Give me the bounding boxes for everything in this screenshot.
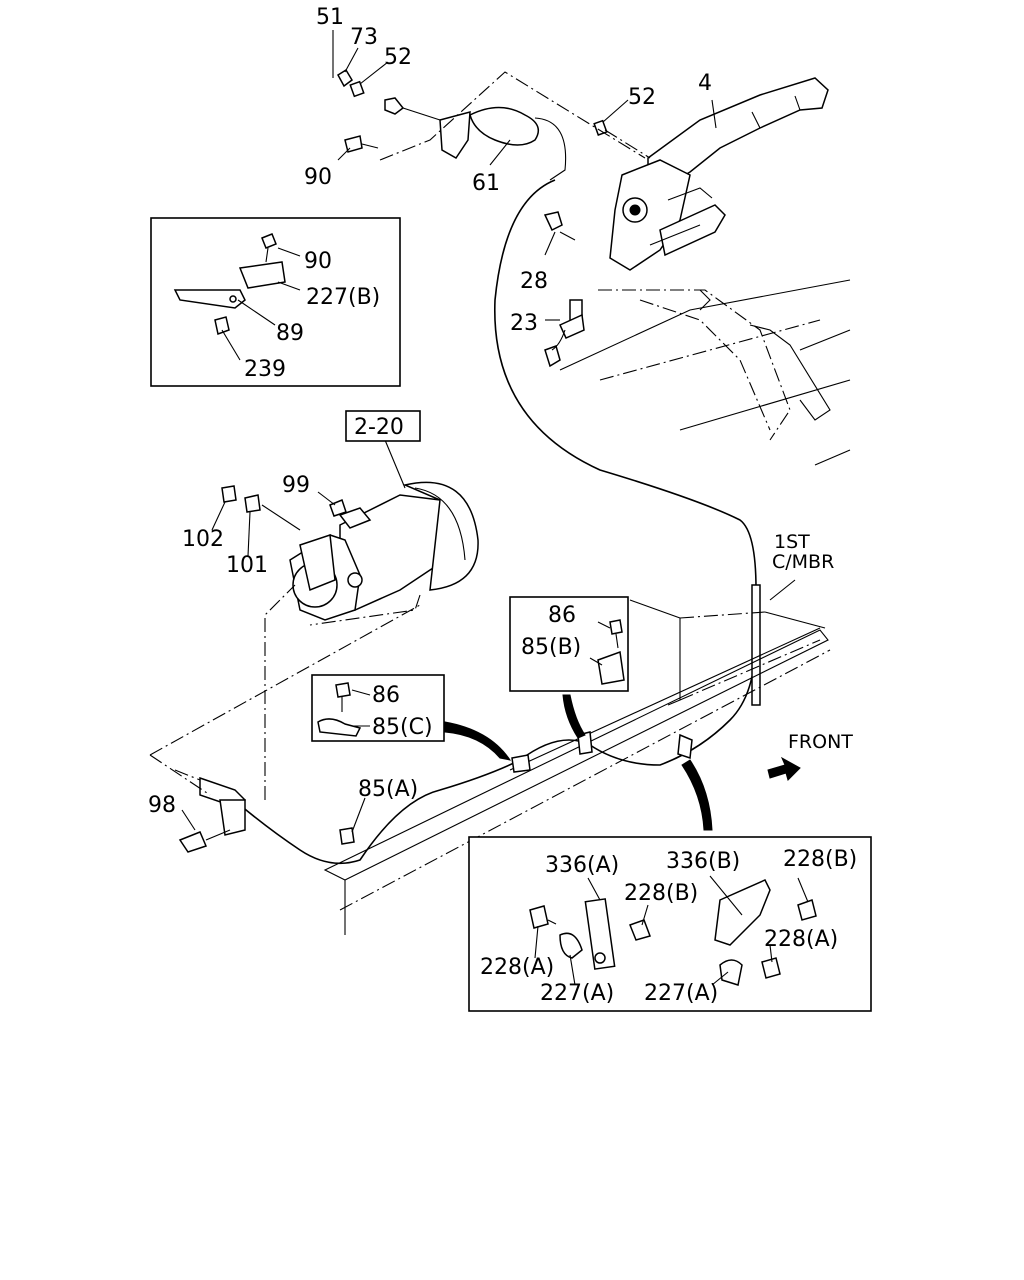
label-90-upper: 90 [304,165,332,190]
label-98: 98 [148,793,176,818]
label-86-box-b: 86 [548,603,576,628]
detail-box-85b [509,596,629,692]
leader-lines [181,30,809,986]
upper-bracket-outline [379,71,646,161]
arrow-lower-box [681,759,713,831]
label-85c: 85(C) [372,715,433,740]
cable-clips [339,731,693,845]
trans-connector-lines [264,584,296,800]
floor-panel [559,279,851,466]
label-228b-right: 228(B) [783,847,857,872]
frame-side-rail [323,599,831,935]
label-85b: 85(B) [521,635,581,660]
label-89: 89 [276,321,304,346]
label-28: 28 [520,269,548,294]
detail-box-85c [311,674,445,742]
label-227b: 227(B) [306,285,380,310]
label-336a: 336(A) [545,853,619,878]
label-228b-center: 228(B) [624,881,698,906]
cable-vertical-sheath [751,584,761,706]
front-arrow-icon [767,756,801,781]
label-c-mbr: C/MBR [772,551,834,573]
label-227a-right: 227(A) [644,981,718,1006]
part-labels: 51 73 52 52 4 90 61 28 23 90 227(B) 89 2… [148,5,857,1006]
ref-box-2-20 [345,410,421,442]
parking-brake-cable [239,179,757,865]
label-86-box-c: 86 [372,683,400,708]
label-336b: 336(B) [666,849,740,874]
cable-bracket-upper [337,68,608,181]
switch-assembly [543,211,585,368]
label-61: 61 [472,171,500,196]
label-227a-left: 227(A) [540,981,614,1006]
label-228a-right: 228(A) [764,927,838,952]
label-239: 239 [244,357,286,382]
arrow-85b [562,694,586,739]
label-4: 4 [698,71,712,96]
detail-box-brackets-336 [468,836,872,1012]
cable-end-left [174,769,247,853]
label-51: 51 [316,5,344,30]
label-228a-left: 228(A) [480,955,554,980]
ref-label-2-20: 2-20 [354,415,404,440]
arrow-85c [444,721,512,761]
detail-box-bracket [150,217,401,387]
label-101: 101 [226,553,268,578]
label-52-upper-left: 52 [384,45,412,70]
label-99: 99 [282,473,310,498]
label-73: 73 [350,25,378,50]
label-23: 23 [510,311,538,336]
label-front: FRONT [788,731,853,753]
label-1st: 1ST [774,531,810,553]
label-102: 102 [182,527,224,552]
label-85a: 85(A) [358,777,418,802]
label-90-box: 90 [304,249,332,274]
parking-brake-lever [609,77,829,271]
transmission-assembly [221,481,479,626]
label-52-right: 52 [628,85,656,110]
